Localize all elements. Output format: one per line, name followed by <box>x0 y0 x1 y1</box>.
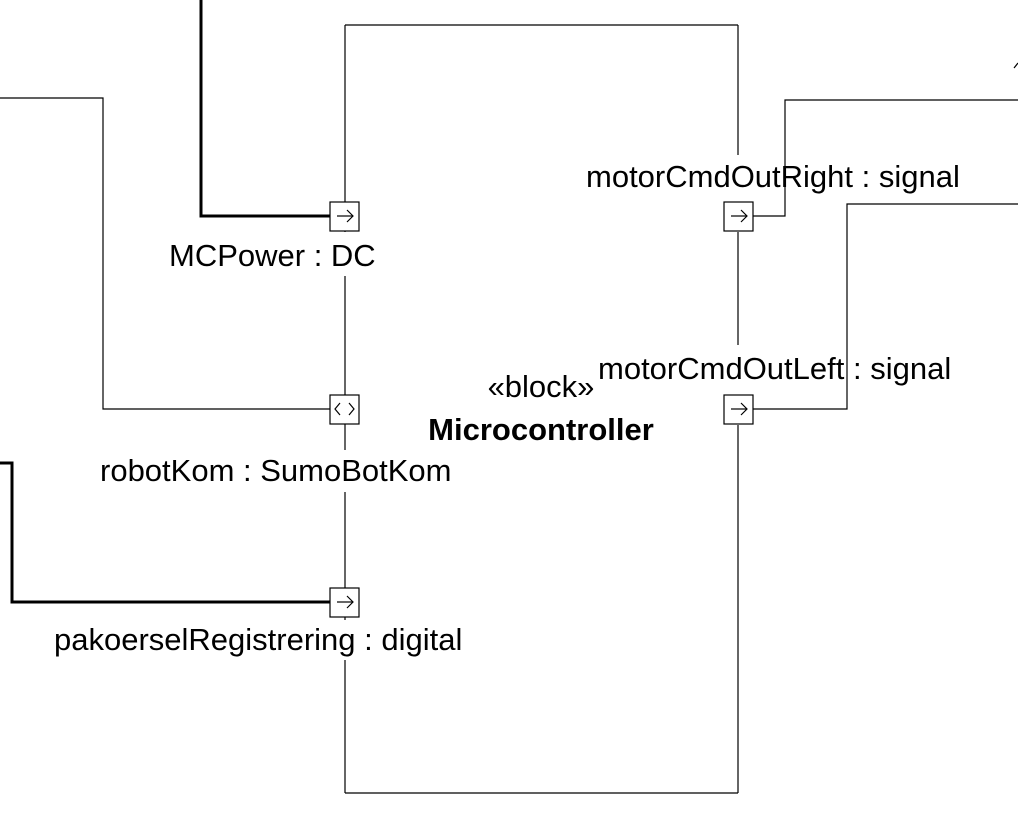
power-connector[interactable] <box>199 0 340 218</box>
pakoersel-port[interactable] <box>329 587 360 618</box>
arrow-right-icon <box>337 209 354 223</box>
motor-right-connector[interactable] <box>753 99 1018 217</box>
arrow-right-icon <box>337 595 354 609</box>
robot-kom-label: robotKom : SumoBotKom <box>100 453 452 488</box>
microcontroller-block[interactable] <box>344 24 739 794</box>
mc-power-port[interactable] <box>329 201 360 232</box>
motor-left-port[interactable] <box>723 394 754 425</box>
pakoersel-connector[interactable] <box>0 461 340 604</box>
motor-left-connector[interactable] <box>753 203 1018 410</box>
robot-kom-port[interactable] <box>329 394 360 425</box>
bidirectional-arrow-icon <box>334 402 355 416</box>
block-stereotype: «block» <box>488 369 595 404</box>
arrow-right-icon <box>731 209 748 223</box>
robotkom-connector[interactable] <box>0 97 330 410</box>
motor-right-label: motorCmdOutRight : signal <box>586 159 960 194</box>
motor-left-label: motorCmdOutLeft : signal <box>598 351 951 386</box>
motor-right-port[interactable] <box>723 201 754 232</box>
connector-stub <box>1013 62 1018 69</box>
pakoersel-label: pakoerselRegistrering : digital <box>54 622 462 657</box>
block-name: Microcontroller <box>428 412 654 447</box>
mc-power-label: MCPower : DC <box>169 238 376 273</box>
arrow-right-icon <box>731 402 748 416</box>
